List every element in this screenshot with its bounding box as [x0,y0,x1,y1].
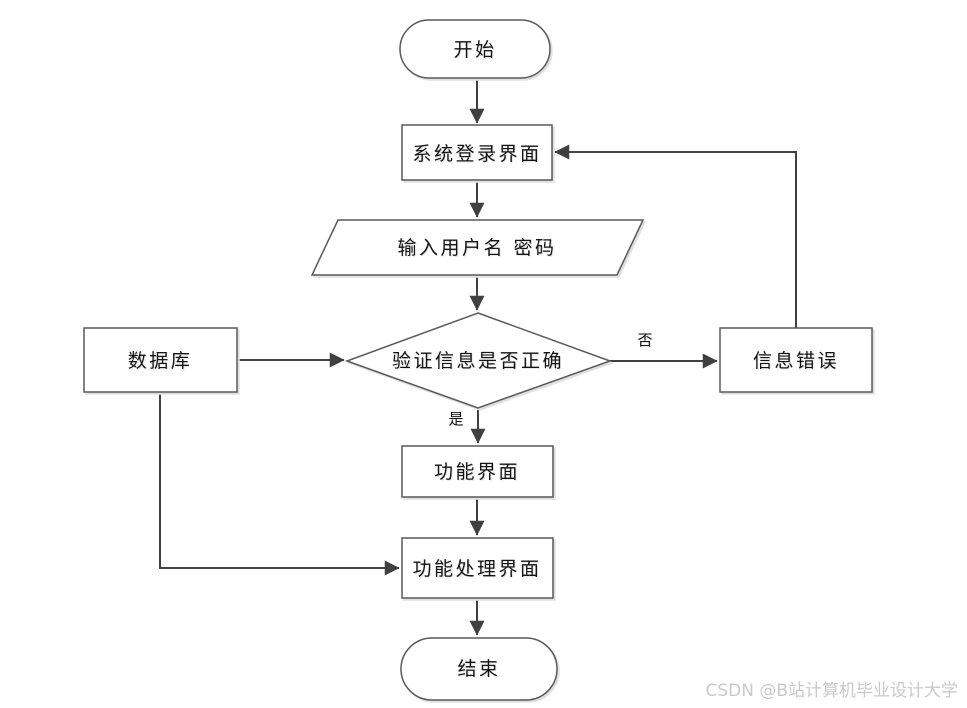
login-label: 系统登录界面 [412,143,541,165]
start-label: 开始 [453,39,496,61]
branch-no-label: 否 [637,331,652,349]
database-process-shape [83,327,238,393]
verify-label: 验证信息是否正确 [392,350,564,372]
start-terminator-shape [399,19,551,79]
database-label: 数据库 [128,350,193,372]
handler-process-shape [401,537,554,599]
branch-yes-label: 是 [448,410,463,428]
edge-error-loop-to-login [554,144,797,328]
input-label: 输入用户名 密码 [397,237,556,259]
error-process-shape [719,327,873,393]
function-label: 功能界面 [434,461,520,483]
csdn-watermark: CSDN @B站计算机毕业设计大学 [705,681,958,701]
handler-label: 功能处理界面 [412,558,541,580]
edges [159,78,797,636]
login-process-shape [401,124,553,181]
end-terminator-shape [400,637,558,701]
error-label: 信息错误 [753,350,839,372]
end-label: 结束 [457,658,500,680]
shapes [83,19,873,701]
verify-decision-diamond-shape [344,312,613,409]
function-process-shape [401,445,554,498]
labels: 开始 系统登录界面 输入用户名 密码 验证信息是否正确 数据库 信息错误 功能界… [128,39,958,701]
input-io-parallelogram-shape [310,219,645,276]
edge-database-to-handler [159,392,400,576]
